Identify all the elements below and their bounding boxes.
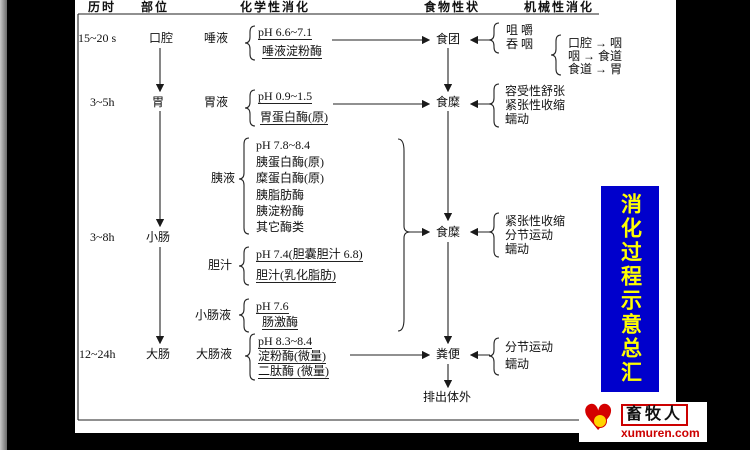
- si-bile-ph: pH 7.4(胆囊胆汁 6.8): [256, 247, 363, 262]
- sidebar-title-text: 消化过程示意总汇: [618, 193, 643, 385]
- oral-secretion: 唾液: [204, 31, 229, 45]
- heart-logo-icon: ♥: [582, 401, 616, 440]
- col-header-food: 食物性状: [424, 0, 481, 14]
- si-intestinal-label: 小肠液: [195, 308, 232, 322]
- si-mech-contraction: 紧张性收缩: [505, 214, 566, 228]
- li-chem-dipeptidase: 二肽酶 (微量): [258, 364, 329, 379]
- si-food-state: 食糜: [436, 225, 461, 239]
- oral-path-pharynx-esophagus: 咽 → 食道: [568, 49, 623, 63]
- li-chem-amylase: 淀粉酶(微量): [258, 349, 326, 364]
- left-edge-strip: [0, 0, 7, 450]
- si-intestinal-enterokinase: 肠激酶: [262, 315, 299, 330]
- si-pancreatic-lipase: 胰脂肪酶: [256, 188, 305, 202]
- li-chem-ph: pH 8.3~8.4: [258, 334, 313, 349]
- stomach-chem-ph: pH 0.9~1.5: [258, 89, 313, 104]
- slide-background: [75, 0, 676, 433]
- excretion-label: 排出体外: [423, 390, 472, 404]
- stomach-food-state: 食糜: [436, 95, 461, 109]
- oral-chem-amylase: 唾液淀粉酶: [262, 44, 323, 59]
- si-pancreatic-amylase: 胰淀粉酶: [256, 204, 305, 218]
- si-pancreatic-trypsin: 胰蛋白酶(原): [256, 155, 324, 169]
- li-organ: 大肠: [146, 347, 171, 361]
- stomach-organ: 胃: [152, 95, 165, 109]
- oral-duration: 15~20 s: [78, 31, 117, 45]
- si-pancreatic-other: 其它酶类: [256, 220, 305, 234]
- si-pancreatic-label: 胰液: [211, 171, 236, 185]
- logo-domain-text: xumuren.com: [621, 426, 700, 440]
- si-intestinal-ph: pH 7.6: [256, 299, 289, 314]
- si-mech-peristalsis: 蠕动: [505, 242, 530, 256]
- li-duration: 12~24h: [79, 347, 116, 361]
- stomach-duration: 3~5h: [90, 95, 115, 109]
- stomach-mech-relaxation: 容受性舒张: [505, 84, 566, 98]
- oral-organ: 口腔: [149, 31, 174, 45]
- li-food-state: 粪便: [436, 347, 461, 361]
- oral-food-state: 食团: [436, 32, 461, 46]
- stomach-chem-pepsin: 胃蛋白酶(原): [260, 110, 328, 125]
- oral-mech-swallow: 吞 咽: [506, 37, 534, 51]
- col-header-chemical: 化学性消化: [240, 0, 311, 14]
- si-pancreatic-chymotrypsin: 糜蛋白酶(原): [256, 171, 324, 185]
- col-header-mechanical: 机械性消化: [524, 0, 595, 14]
- stomach-secretion: 胃液: [204, 95, 229, 109]
- col-header-duration: 历时: [88, 0, 117, 14]
- li-mech-peristalsis: 蠕动: [505, 357, 530, 371]
- oral-chem-ph: pH 6.6~7.1: [258, 25, 313, 40]
- si-mech-segmentation: 分节运动: [505, 228, 554, 242]
- si-bile-label: 胆汁: [208, 258, 233, 272]
- chick-icon: [593, 414, 607, 428]
- si-organ: 小肠: [146, 230, 171, 244]
- watermark-logo: ♥ 畜牧人 xumuren.com: [579, 401, 707, 442]
- oral-path-mouth-pharynx: 口腔 → 咽: [568, 36, 623, 50]
- si-bile-emulsifies: 胆汁(乳化脂肪): [256, 268, 336, 283]
- li-secretion: 大肠液: [196, 347, 233, 361]
- li-mech-segmentation: 分节运动: [505, 340, 554, 354]
- oral-mech-chew: 咀 嚼: [506, 23, 534, 37]
- stomach-mech-peristalsis: 蠕动: [505, 112, 530, 126]
- oral-path-esophagus-stomach: 食道 → 胃: [568, 62, 623, 76]
- si-pancreatic-ph: pH 7.8~8.4: [256, 138, 311, 152]
- si-duration: 3~8h: [90, 230, 115, 244]
- logo-brand-text: 畜牧人: [621, 404, 689, 426]
- col-header-location: 部位: [141, 0, 170, 14]
- sidebar-title-panel: 消化过程示意总汇: [601, 186, 659, 392]
- stomach-mech-contraction: 紧张性收缩: [505, 98, 566, 112]
